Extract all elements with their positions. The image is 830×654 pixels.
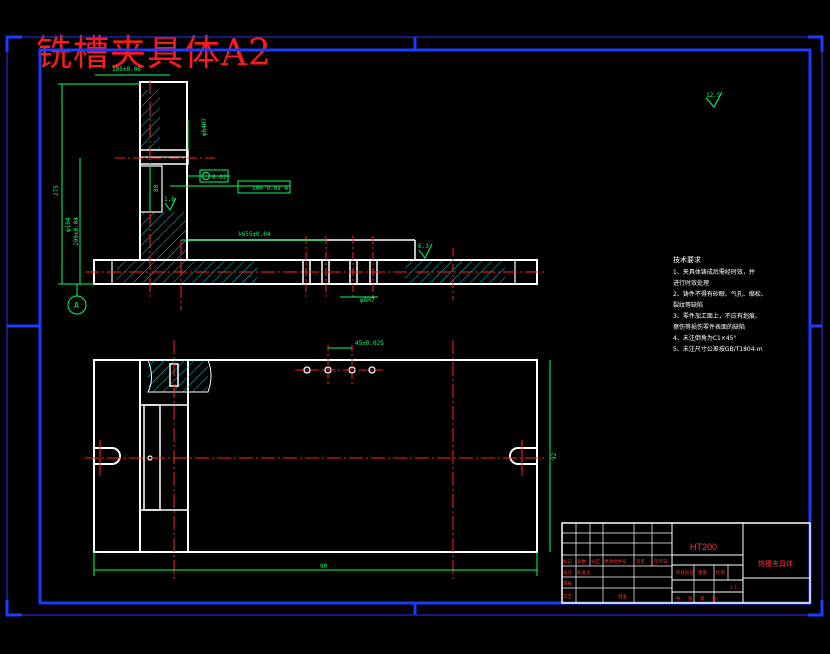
notes-line: 4、未注倒角为C1×45° (673, 334, 737, 342)
dim-width-right: 92 (551, 452, 558, 460)
front-view (58, 74, 545, 315)
tb-label: 共 (676, 595, 681, 602)
drawing-title: 铣槽夹具体A2 (36, 33, 272, 74)
roughness-small: 1.6 (164, 196, 175, 203)
roughness-local: 6.3 (418, 243, 429, 250)
tb-label: 分区 (591, 558, 600, 565)
datum-label: A (74, 301, 79, 310)
tb-label: 标记 (563, 558, 572, 565)
dim-slot: φ6H7 (360, 297, 375, 304)
notes-line: 裂纹等缺陷 (673, 301, 703, 309)
notes-line: 擦伤等损伤零件表面的缺陷 (673, 323, 745, 331)
top-view (85, 340, 551, 580)
dim-overall: 275 (53, 185, 60, 196)
tb-label: 更改文件号 (604, 558, 627, 565)
tb-label: 张 (688, 595, 693, 602)
tb-scale: 1:1 (730, 585, 737, 591)
notes-line: 5、未注尺寸公差按GB/T1804-m (673, 345, 763, 353)
roughness-general-icon (705, 91, 723, 108)
pin-socket (139, 165, 163, 213)
tb-label: 阶段标记 (676, 569, 694, 576)
break-line (147, 359, 212, 393)
corner-mark-bl (5, 600, 22, 617)
tb-part-name: 铣槽夹具体 (758, 559, 793, 568)
plate-outline (93, 359, 538, 553)
dim-vertical-b: 190±0.04 (73, 217, 80, 246)
dim-vertical-c: φ104 (65, 217, 72, 232)
dim-mid-height: 80 (153, 184, 160, 192)
notes-line: 进行时效处理 (673, 279, 709, 287)
tolerance-box-circle (199, 169, 229, 183)
tb-label: 处数 (577, 558, 586, 565)
u-slot-left (94, 447, 121, 465)
dim-bore: φ64H7 (201, 118, 208, 136)
tb-label: 批准 (618, 593, 627, 600)
notes-line: 1、夹具体铸成后需经时效，并 (673, 268, 755, 276)
technical-notes: 技术要求 1、夹具体铸成后需经时效，并 进行时效处理 2、铸件不得有砂眼、气孔、… (673, 255, 767, 353)
corner-mark-tr (808, 35, 824, 52)
tb-label: 张 (712, 595, 717, 602)
column-hatch-lower (141, 212, 186, 260)
tb-material: HT200 (690, 542, 717, 552)
title-block-frame (561, 522, 811, 604)
u-slot-right (509, 447, 537, 465)
dim-top-width: 105±0.08 (112, 66, 141, 73)
tb-label: 第 (700, 595, 705, 602)
concentricity-icon (202, 172, 210, 180)
tb-label: 签名 (636, 558, 645, 565)
tb-label: 年月日 (654, 558, 668, 565)
notes-line: 3、零件加工面上，不应有划痕、 (673, 312, 761, 320)
corner-mark-br (808, 600, 824, 617)
notes-line: 2、铸件不得有砂眼、气孔、缩松、 (673, 290, 767, 298)
roughness-small-icon (164, 197, 177, 211)
tb-label: 标准化 (577, 569, 591, 576)
roughness-local-icon (418, 243, 433, 259)
hole-1 (303, 366, 311, 374)
roughness-general: 12.5 (706, 92, 721, 99)
tb-label: 工艺 (563, 594, 572, 600)
tb-label: 重量 (698, 569, 707, 576)
tolerance-circle-value: 0.02 (212, 174, 227, 181)
dim-length-bottom: 90 (320, 563, 328, 570)
tb-label: 设计 (563, 569, 572, 576)
tb-label: 比例 (716, 569, 725, 576)
notes-heading: 技术要求 (673, 255, 701, 264)
corner-mark-tl (5, 35, 22, 52)
tolerance-perp-value: 100 0.01 A (252, 185, 289, 192)
tb-label: 审核 (563, 580, 572, 587)
dim-hole-spacing: 45±0.025 (355, 340, 384, 347)
tolerance-box-perp (237, 180, 291, 194)
title-block: HT200 铣槽夹具体 标记 处数 分区 更改文件号 签名 年月日 设计 标准化… (561, 522, 811, 604)
dim-span: λ655±0.04 (238, 231, 271, 238)
